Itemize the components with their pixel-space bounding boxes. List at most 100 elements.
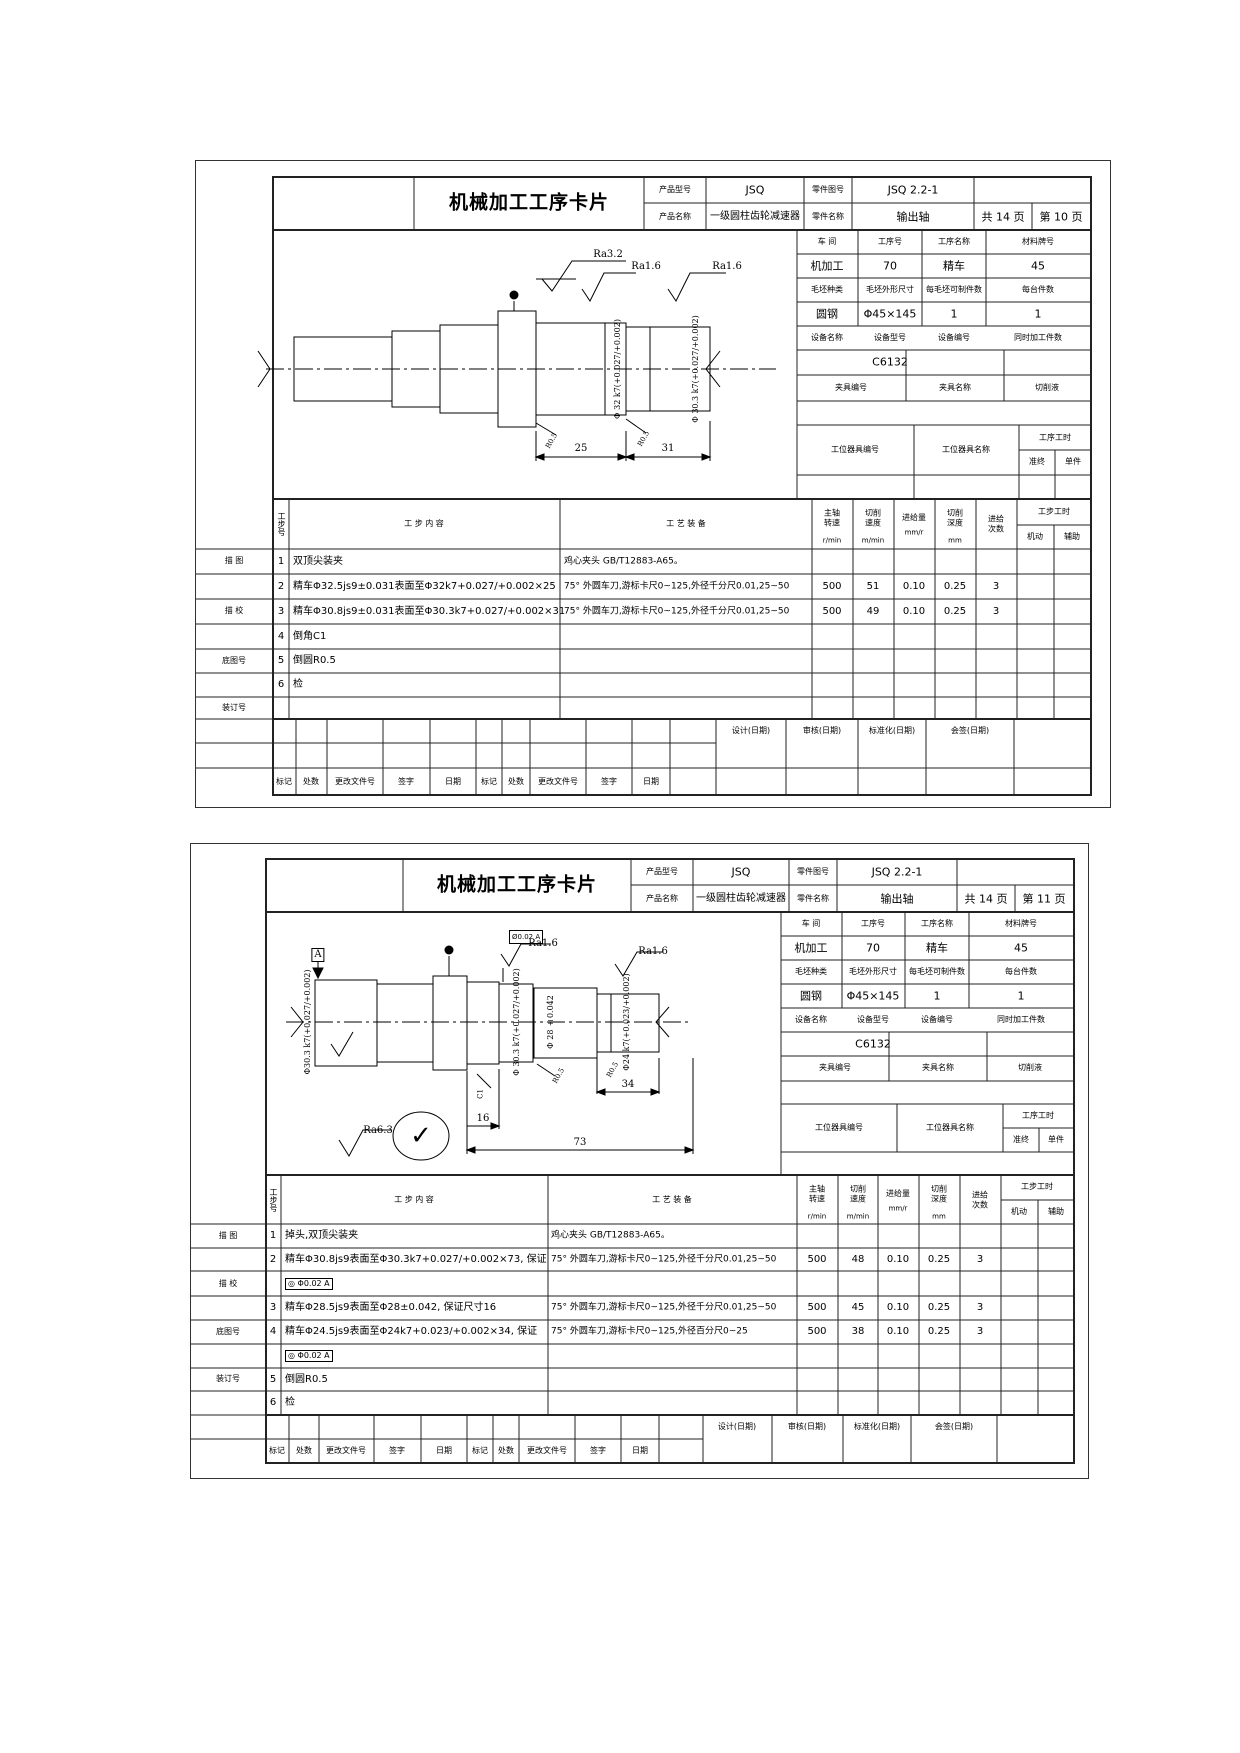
label-station-tool-no: 工位器具编号	[815, 1123, 863, 1132]
sig-count-1: 处数	[296, 1446, 312, 1455]
step-no: 5	[269, 1373, 277, 1385]
step-speed: 500	[807, 1302, 827, 1313]
sig-sign-2: 签字	[601, 777, 617, 786]
label-cut-speed-unit: m/min	[861, 536, 885, 545]
step-no: 2	[269, 1253, 277, 1265]
card-1-grid	[196, 176, 1092, 796]
sig-sign-1: 签字	[398, 777, 414, 786]
equip-model-value: C6132	[855, 1037, 891, 1051]
tol-frame-text: Ø0.02 A	[512, 933, 541, 941]
step-equip: 鸡心夹头 GB/T12883-A65。	[564, 556, 683, 566]
step-no: 6	[277, 679, 285, 690]
step-passes: 3	[976, 1326, 984, 1337]
label-cut-speed: 切削速度	[850, 1184, 866, 1203]
step-content: 精车Φ28.5js9表面至Φ28±0.042, 保证尺寸16	[285, 1302, 497, 1313]
side-bind: 装订号	[222, 703, 246, 712]
step-content: 检	[293, 679, 303, 690]
step-content: 双顶尖装夹	[293, 555, 343, 567]
label-product-model: 产品型号	[646, 867, 678, 876]
label-passes: 进给次数	[972, 1190, 988, 1209]
label-blank-type: 毛坯种类	[811, 285, 843, 294]
label-prep: 准终	[1029, 457, 1045, 466]
shaft-drawing-1	[257, 260, 776, 461]
step-no: 4	[277, 630, 285, 642]
step-speed: 500	[807, 1253, 827, 1265]
label-standardized: 标准化(日期)	[853, 1422, 901, 1431]
part-drawing-no-value: JSQ 2.2-1	[871, 865, 923, 879]
step-vc: 38	[851, 1326, 865, 1337]
step-no: 4	[269, 1326, 277, 1337]
step-content: ◎ Φ0.02 A	[285, 1277, 333, 1290]
process-card-1: 机械加工工序卡片 产品型号 产品名称 JSQ 一级圆柱齿轮减速器 零件图号 零件…	[195, 160, 1111, 808]
label-equip-no: 设备编号	[938, 333, 970, 342]
label-fixture-name: 夹具名称	[939, 383, 971, 392]
blank-size-value: Φ45×145	[846, 989, 900, 1003]
step-speed: 500	[822, 580, 842, 592]
side-check: 描 校	[218, 1279, 238, 1288]
total-pages: 共 14 页	[964, 892, 1008, 906]
part-drawing-no-value: JSQ 2.2-1	[887, 183, 939, 197]
step-no: 3	[277, 605, 285, 617]
side-trace: 描 图	[224, 556, 244, 565]
step-vc: 48	[851, 1253, 865, 1265]
op-name-value: 精车	[943, 259, 965, 273]
label-parts-per-unit: 每台件数	[1022, 285, 1054, 294]
sig-count-1: 处数	[303, 777, 319, 786]
dia-label-3: Φ 28 ±0.042	[546, 995, 555, 1049]
datum-label: A	[311, 948, 325, 962]
blanks-per-value: 1	[950, 307, 958, 321]
op-no-value: 70	[883, 259, 897, 273]
side-bind: 装订号	[216, 1374, 240, 1383]
len-label-2: 16	[476, 1113, 490, 1124]
card-title: 机械加工工序卡片	[448, 191, 610, 214]
dia-label-1: Φ30.3 k7(+0.027/+0.002)	[303, 969, 312, 1075]
ra-general-label: Ra6.3	[363, 1125, 393, 1136]
sig-date-2: 日期	[643, 777, 659, 786]
label-feed: 进给量	[886, 1189, 910, 1198]
len-label-1: 25	[574, 443, 588, 454]
label-cut-speed-unit: m/min	[846, 1212, 870, 1221]
step-vc: 51	[866, 580, 880, 592]
label-product-model: 产品型号	[659, 185, 691, 194]
label-aux: 辅助	[1064, 532, 1080, 541]
label-blank-size: 毛坯外形尺寸	[849, 967, 897, 976]
label-standardized: 标准化(日期)	[868, 726, 916, 735]
label-part-drawing-no: 零件图号	[812, 185, 844, 194]
step-content: 精车Φ30.8js9表面至Φ30.3k7+0.027/+0.002×73, 保证	[285, 1253, 547, 1265]
side-base: 底图号	[222, 656, 246, 665]
equip-model-value: C6132	[872, 355, 908, 369]
blanks-per-value: 1	[933, 989, 941, 1003]
step-no: 2	[277, 580, 285, 592]
label-op-name: 工序名称	[921, 919, 953, 928]
step-passes: 3	[976, 1253, 984, 1265]
dia-label-2: Φ 30.3 k7(+0.027/+0.002)	[691, 315, 700, 423]
label-fixture-no: 夹具编号	[835, 383, 867, 392]
label-depth-unit: mm	[948, 536, 962, 545]
step-ap: 0.25	[943, 580, 967, 592]
dia-label-1: Φ 32 k7(+0.027/+0.002)	[613, 319, 622, 419]
step-speed: 500	[822, 605, 842, 617]
parts-per-unit-value: 1	[1034, 307, 1042, 321]
ra-label-2: Ra1.6	[638, 946, 668, 957]
step-passes: 3	[992, 580, 1000, 592]
label-cut-depth: 切削深度	[931, 1184, 947, 1203]
label-op-no: 工序号	[878, 237, 902, 246]
product-model-value: JSQ	[731, 865, 751, 879]
label-part-name: 零件名称	[812, 212, 844, 221]
label-op-name: 工序名称	[938, 237, 970, 246]
step-feed: 0.10	[886, 1302, 910, 1313]
sig-mark-1: 标记	[269, 1446, 285, 1455]
blank-size-value: Φ45×145	[863, 307, 917, 321]
op-no-value: 70	[866, 941, 880, 955]
product-name-value: 一级圆柱齿轮减速器	[696, 893, 786, 904]
label-blanks-per: 每毛坯可制件数	[909, 967, 965, 976]
label-spindle-unit: r/min	[822, 536, 842, 545]
label-blank-type: 毛坯种类	[795, 967, 827, 976]
product-model-value: JSQ	[745, 183, 765, 197]
sig-sign-1: 签字	[389, 1446, 405, 1455]
label-step-no: 工步号	[269, 1188, 278, 1212]
step-content: 倒圆R0.5	[285, 1373, 328, 1385]
label-coolant: 切削液	[1018, 1063, 1042, 1072]
label-simul-parts: 同时加工件数	[997, 1015, 1045, 1024]
label-aux: 辅助	[1048, 1207, 1064, 1216]
